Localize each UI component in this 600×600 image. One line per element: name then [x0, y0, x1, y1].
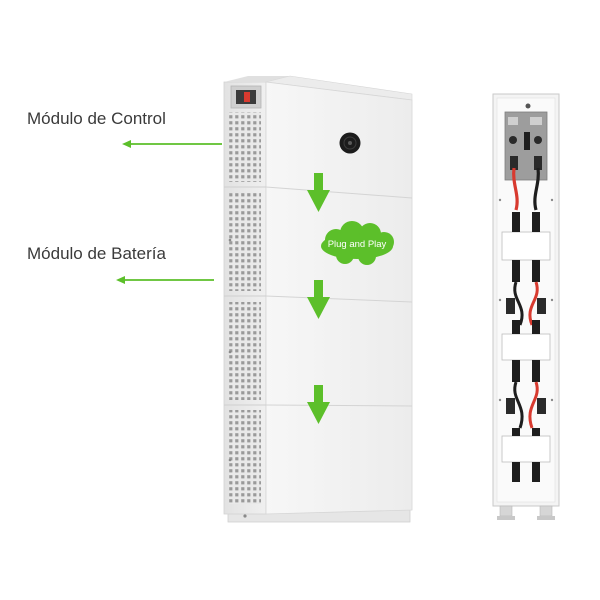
connector-block — [501, 231, 551, 261]
vent-grille — [229, 302, 261, 400]
left-arrow-icon — [122, 140, 222, 148]
connector-block — [501, 435, 551, 463]
down-arrow-icon — [307, 173, 330, 212]
down-arrow-icon — [307, 280, 330, 319]
battery-module-label: Módulo de Batería — [27, 244, 166, 263]
module-seam — [265, 404, 413, 407]
module-seam — [265, 186, 413, 199]
connector-block — [501, 333, 551, 361]
vent-grille — [229, 410, 261, 504]
cloud-badge — [321, 221, 394, 265]
module-seam — [265, 295, 413, 303]
internal-wiring-view — [492, 93, 560, 520]
vent-grille — [229, 193, 261, 291]
down-arrow-icon — [307, 385, 330, 424]
control-module-label: Módulo de Control — [27, 109, 166, 128]
foot — [499, 505, 513, 517]
cabinet-top-side — [224, 76, 290, 82]
foot — [539, 505, 553, 517]
red-connector — [244, 92, 250, 102]
plug-and-play-label: Plug and Play — [327, 239, 387, 250]
power-button-icon — [339, 132, 361, 154]
stacked-battery-cabinet — [223, 75, 413, 523]
left-arrow-icon — [116, 276, 214, 284]
cabinet-front-face — [265, 81, 413, 515]
vent-grille — [229, 112, 261, 182]
